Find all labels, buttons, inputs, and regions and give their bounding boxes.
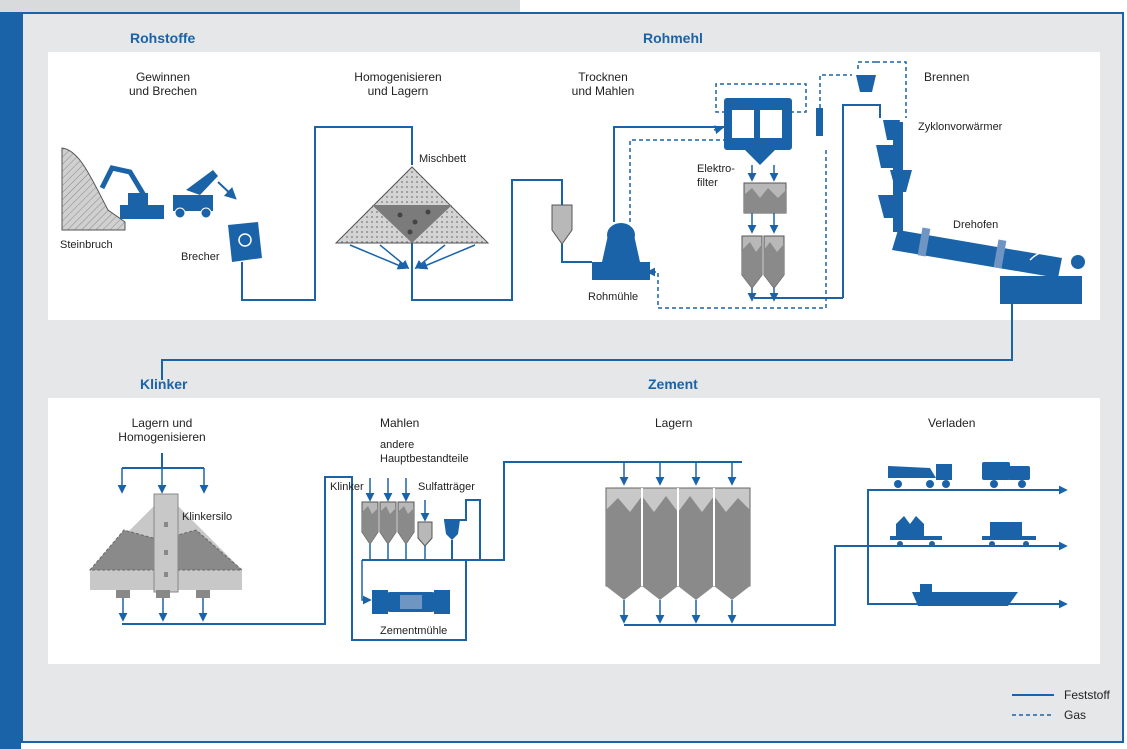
- step-brennen: Brennen: [924, 70, 970, 84]
- section-title-zement: Zement: [648, 376, 698, 392]
- label-zyklonvorwaermer: Zyklonvorwärmer: [918, 121, 1003, 133]
- vehicles-icon: [888, 462, 1036, 606]
- rotary-kiln-icon: [892, 227, 1085, 304]
- step-verladen: Verladen: [928, 416, 976, 430]
- quarry-icon: [61, 147, 237, 231]
- top-left-accent: [0, 0, 520, 12]
- section-title-klinker: Klinker: [140, 376, 188, 392]
- legend-gas: Gas: [1064, 708, 1087, 722]
- cyclone-preheater-icon: [876, 120, 912, 232]
- electrofilter-icon: [724, 98, 792, 165]
- mixing-bed-icon: [334, 166, 490, 244]
- feed-silo-icon: [551, 204, 573, 245]
- step-lagern: Lagern: [655, 416, 693, 430]
- raw-meal-silos-icon: [741, 182, 787, 289]
- label-steinbruch: Steinbruch: [60, 239, 113, 251]
- label-klinkersilo: Klinkersilo: [182, 511, 233, 523]
- section-title-rohmehl: Rohmehl: [643, 30, 703, 46]
- left-accent-band: [0, 0, 21, 749]
- bottom-panel: [48, 398, 1100, 664]
- label-rohmuehle: Rohmühle: [588, 291, 639, 303]
- clinker-silo-icon: [88, 493, 244, 598]
- raw-mill-icon: [592, 223, 650, 280]
- section-title-rohstoffe: Rohstoffe: [130, 30, 196, 46]
- label-klinker: Klinker: [330, 481, 364, 493]
- mill-feed-silos-icon: [361, 501, 460, 547]
- step-mahlen: Mahlen: [380, 416, 420, 430]
- crusher-icon: [228, 222, 262, 262]
- label-mischbett: Mischbett: [419, 153, 467, 165]
- label-brecher: Brecher: [181, 251, 220, 263]
- label-sulfattraeger: Sulfatträger: [418, 481, 475, 493]
- cement-silos-icon: [605, 487, 751, 600]
- label-zementmuehle: Zementmühle: [380, 625, 448, 637]
- separator-icon: [816, 75, 876, 136]
- legend-feststoff: Feststoff: [1064, 688, 1110, 702]
- cement-mill-icon: [372, 590, 450, 614]
- label-elektrofilter: Elektro-filter: [697, 163, 735, 189]
- label-drehofen: Drehofen: [953, 219, 999, 231]
